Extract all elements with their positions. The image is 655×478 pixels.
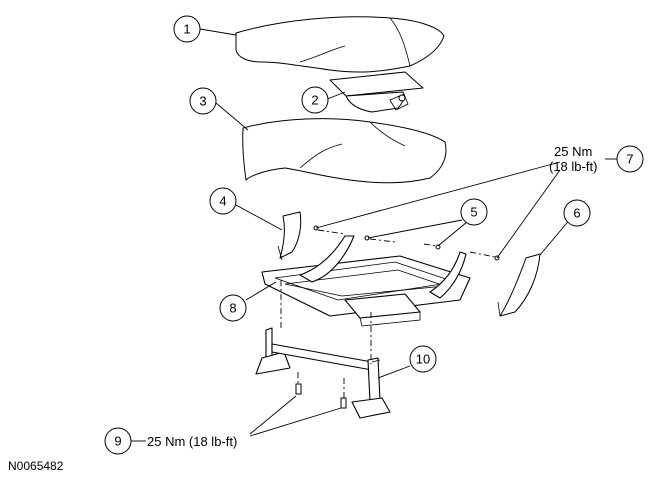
callout-10: 10 (409, 345, 437, 373)
part-8-seat-frame (261, 235, 471, 327)
callout-9-label: 9 (114, 434, 121, 449)
leader-lines (130, 28, 617, 442)
callout-3: 3 (189, 87, 217, 115)
torque-9-spec: 25 Nm (18 lb-ft) (147, 434, 237, 449)
callout-5-label: 5 (470, 205, 477, 220)
callout-2: 2 (301, 86, 329, 114)
part-3-seat-cushion (242, 118, 447, 184)
callout-3-label: 3 (199, 94, 206, 109)
callout-7-label: 7 (626, 152, 633, 167)
callout-8-label: 8 (229, 301, 236, 316)
part-10-seat-riser (255, 327, 391, 419)
fasteners (295, 225, 500, 409)
callout-7: 7 (616, 145, 644, 173)
part-4-left-trim (277, 211, 302, 261)
torque-7-line2: (18 lb-ft) (549, 159, 597, 174)
callout-9: 9 (104, 427, 132, 455)
part-1-seat-cushion-cover (235, 16, 445, 73)
torque-7-line1: 25 Nm (554, 144, 592, 159)
callout-5: 5 (460, 198, 488, 226)
callout-1-label: 1 (183, 22, 190, 37)
callout-2-label: 2 (311, 93, 318, 108)
part-6-right-trim (497, 253, 541, 317)
callout-4-label: 4 (219, 194, 226, 209)
figure-id: N0065482 (8, 459, 64, 473)
callout-1: 1 (173, 15, 201, 43)
callout-8: 8 (219, 294, 247, 322)
callout-10-label: 10 (416, 352, 430, 367)
callout-6-label: 6 (573, 206, 580, 221)
part-2-seat-pad (329, 71, 424, 113)
callout-4: 4 (209, 187, 237, 215)
callout-6: 6 (563, 199, 591, 227)
